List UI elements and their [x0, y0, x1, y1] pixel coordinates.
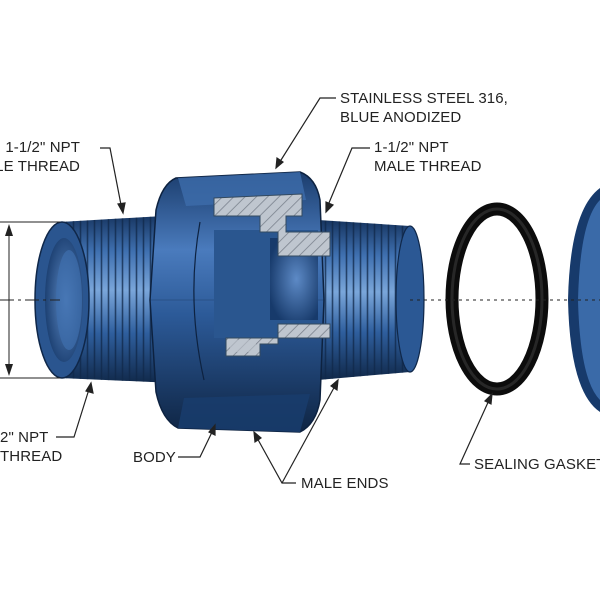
leader-lines [56, 97, 493, 484]
material-label-line-1: STAINLESS STEEL 316, [340, 90, 508, 107]
sealing-gasket [445, 202, 549, 396]
thread-right-top-line-1: 1-1/2" NPT [374, 139, 449, 156]
cutaway-section [213, 193, 331, 357]
thread-right-top-line-2: MALE THREAD [374, 158, 482, 175]
thread-left-top-line-2: LE THREAD [0, 158, 80, 175]
material-label: STAINLESS STEEL 316, BLUE ANODIZED [340, 89, 508, 127]
thread-left-top-line-1: 1-1/2" NPT [5, 139, 80, 156]
right-male-end [318, 220, 425, 380]
body-label: BODY [133, 449, 176, 466]
dimension-line [0, 221, 60, 379]
thread-left-bottom-line-2: THREAD [0, 448, 63, 465]
male-ends-label: MALE ENDS [301, 475, 389, 492]
thread-left-bottom-label: 2" NPT THREAD [0, 428, 62, 466]
thread-left-bottom-line-1: 2" NPT [0, 429, 49, 446]
thread-right-top-label: 1-1/2" NPT MALE THREAD [374, 138, 482, 176]
material-label-line-2: BLUE ANODIZED [340, 109, 462, 126]
thread-left-top-label: 1-1/2" NPT LE THREAD [0, 138, 80, 176]
partial-mating-part [568, 188, 600, 412]
gasket-label: SEALING GASKET [474, 456, 600, 473]
